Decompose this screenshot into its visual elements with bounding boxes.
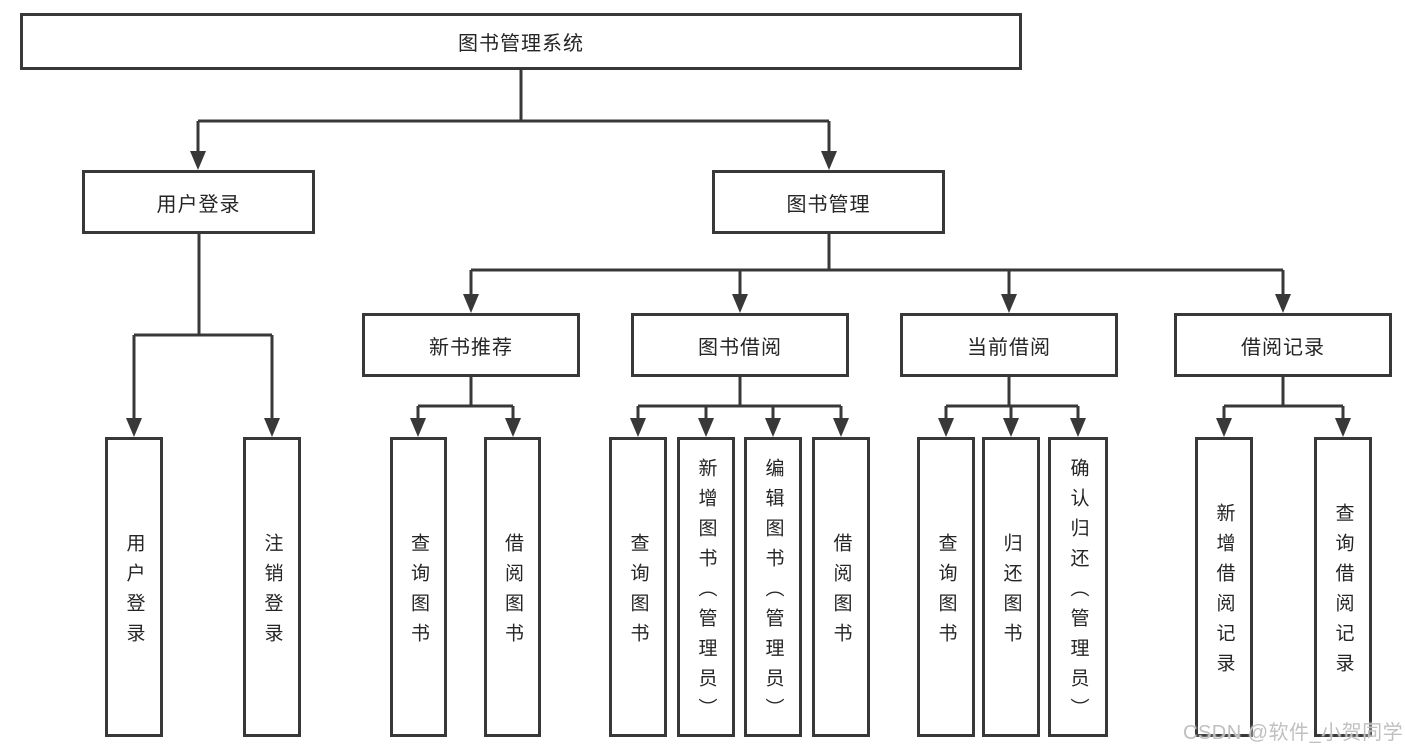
leaf-edit-books-admin: 编辑图书（管理员） xyxy=(744,437,802,737)
leaf-query-books-current: 查询图书 xyxy=(917,437,975,737)
arrowheads-borrowing-leaves xyxy=(630,418,849,437)
leaf-query-borrow-record: 查询借阅记录 xyxy=(1314,437,1372,737)
connector-borrowing-to-leaves xyxy=(636,376,843,419)
connector-current-to-leaves xyxy=(944,376,1080,419)
node-book-management-label: 图书管理 xyxy=(786,193,871,216)
node-borrowing-records-label: 借阅记录 xyxy=(1241,336,1325,359)
arrowheads-current-leaves xyxy=(938,418,1086,437)
leaf-borrow-books-borrowing: 借阅图书 xyxy=(812,437,870,737)
node-root: 图书管理系统 xyxy=(20,13,1022,70)
connector-recommendation-to-leaves xyxy=(416,376,515,419)
arrowheads-level2 xyxy=(190,151,837,170)
leaf-add-borrow-record-label: 新增借阅记录 xyxy=(1213,502,1235,683)
connector-root-to-level2 xyxy=(196,69,831,152)
leaf-user-login-label: 用户登录 xyxy=(123,532,145,653)
leaf-edit-books-admin-label: 编辑图书（管理员） xyxy=(762,457,784,728)
node-current-borrowing: 当前借阅 xyxy=(900,313,1118,377)
node-current-borrowing-label: 当前借阅 xyxy=(967,336,1051,359)
leaf-confirm-return-admin: 确认归还（管理员） xyxy=(1048,437,1108,737)
node-book-borrowing-label: 图书借阅 xyxy=(698,336,782,359)
arrowheads-user-login-leaves xyxy=(126,418,280,437)
node-new-book-recommendation: 新书推荐 xyxy=(362,313,580,377)
leaf-add-books-admin-label: 新增图书（管理员） xyxy=(695,457,717,728)
leaf-logout-label: 注销登录 xyxy=(261,532,283,653)
leaf-borrow-books-recommend-label: 借阅图书 xyxy=(502,532,523,653)
connector-book-management-to-level3 xyxy=(469,233,1285,295)
leaf-query-books-borrowing: 查询图书 xyxy=(609,437,667,737)
arrowheads-records-leaves xyxy=(1216,418,1351,437)
node-root-label: 图书管理系统 xyxy=(458,33,584,55)
arrowheads-level3 xyxy=(463,294,1291,313)
leaf-query-books-borrowing-label: 查询图书 xyxy=(627,532,649,653)
leaf-query-books-current-label: 查询图书 xyxy=(935,532,957,653)
leaf-user-login: 用户登录 xyxy=(105,437,163,737)
leaf-borrow-books-borrowing-label: 借阅图书 xyxy=(830,532,852,653)
leaf-add-books-admin: 新增图书（管理员） xyxy=(677,437,735,737)
connector-records-to-leaves xyxy=(1222,376,1345,419)
node-new-book-recommendation-label: 新书推荐 xyxy=(429,336,513,359)
csdn-watermark: CSDN @软件_小贺同学 xyxy=(1183,722,1404,744)
leaf-query-books-recommend-label: 查询图书 xyxy=(408,532,429,653)
leaf-return-books: 归还图书 xyxy=(982,437,1040,737)
node-user-login-label: 用户登录 xyxy=(156,193,241,216)
leaf-borrow-books-recommend: 借阅图书 xyxy=(484,437,541,737)
node-borrowing-records: 借阅记录 xyxy=(1174,313,1392,377)
leaf-confirm-return-admin-label: 确认归还（管理员） xyxy=(1067,457,1089,728)
connector-user-login-to-leaves xyxy=(132,233,274,419)
node-user-login: 用户登录 xyxy=(82,170,315,234)
leaf-query-books-recommend: 查询图书 xyxy=(390,437,447,737)
arrowheads-recommendation-leaves xyxy=(410,418,521,437)
node-book-borrowing: 图书借阅 xyxy=(631,313,849,377)
leaf-logout: 注销登录 xyxy=(243,437,301,737)
leaf-query-borrow-record-label: 查询借阅记录 xyxy=(1332,502,1354,683)
node-book-management: 图书管理 xyxy=(712,170,945,234)
leaf-add-borrow-record: 新增借阅记录 xyxy=(1195,437,1253,737)
leaf-return-books-label: 归还图书 xyxy=(1000,532,1022,653)
